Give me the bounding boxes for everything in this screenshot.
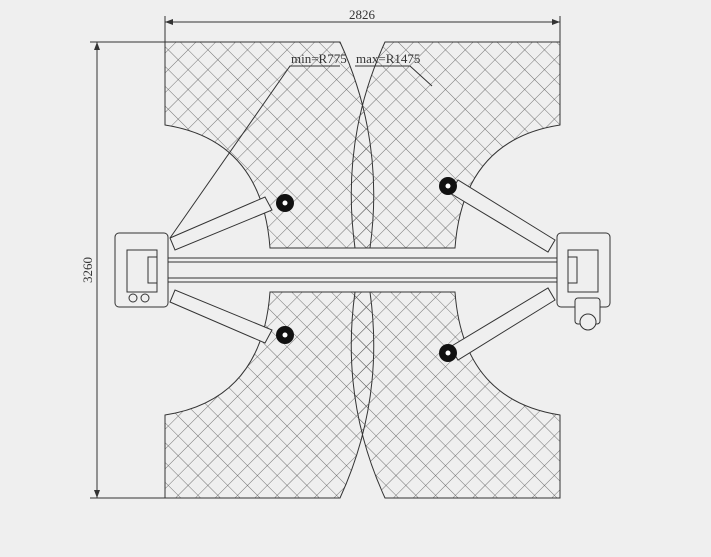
arm-right-bottom bbox=[449, 287, 556, 361]
arm-right-top bbox=[449, 179, 556, 253]
width-dimension-text: 2826 bbox=[349, 7, 376, 22]
height-dimension-text: 3260 bbox=[80, 257, 95, 283]
arm-left-top bbox=[169, 196, 273, 251]
swing-zone-top-left bbox=[164, 41, 375, 249]
max-radius-label: max=R1475 bbox=[356, 51, 420, 66]
min-radius-leader bbox=[169, 65, 340, 239]
swing-zone-bottom-left bbox=[164, 291, 375, 499]
min-radius-label: min=R775 bbox=[291, 51, 347, 66]
swing-zone-top-right bbox=[350, 41, 561, 249]
max-radius-leader bbox=[355, 65, 433, 87]
swing-zone-bottom-right bbox=[350, 291, 561, 499]
arm-left-bottom bbox=[169, 289, 273, 344]
